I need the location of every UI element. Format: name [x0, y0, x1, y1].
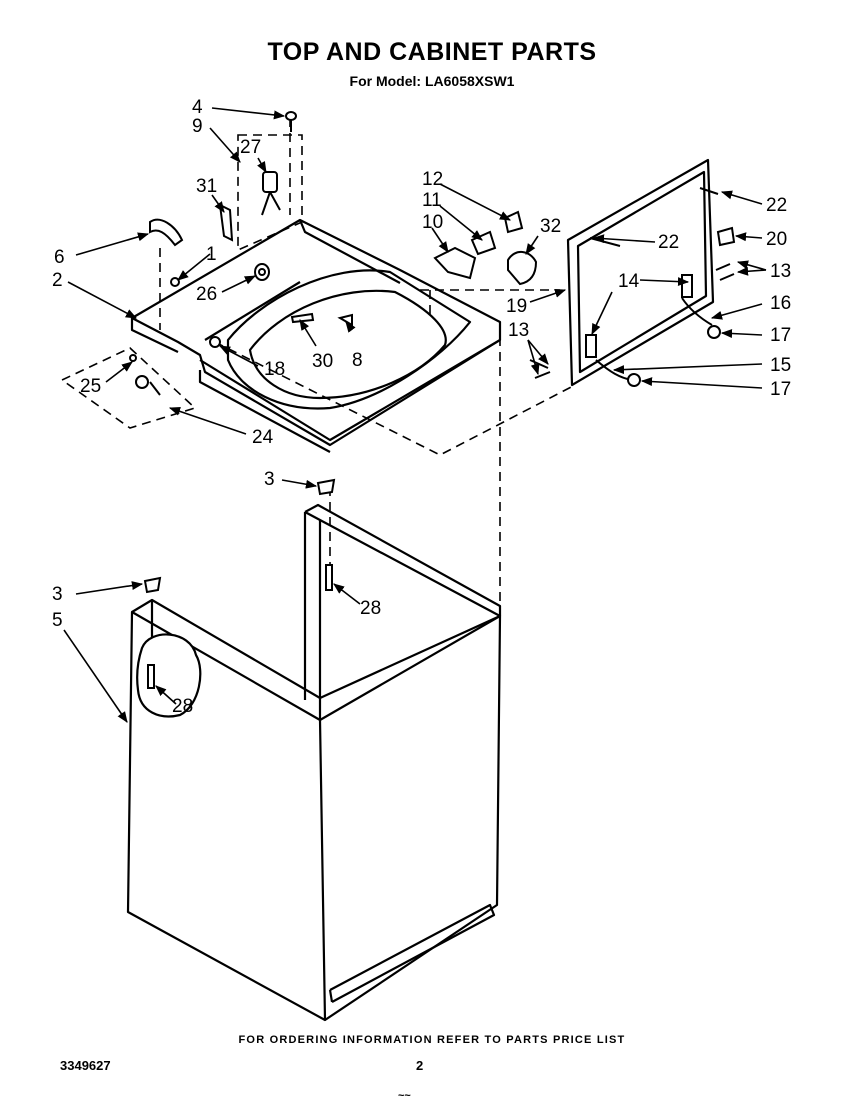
assembly-guide-lines [60, 118, 576, 616]
callout-25: 25 [80, 376, 101, 397]
callout-11: 11 [422, 190, 442, 211]
callout-16: 16 [770, 293, 791, 314]
callout-13-upper: 13 [770, 261, 791, 282]
model-subtitle: For Model: LA6058XSW1 [349, 73, 515, 89]
callout-28-upper: 28 [360, 598, 381, 619]
callout-labels: 4 9 27 31 6 1 2 26 25 24 18 30 8 12 11 1… [52, 97, 791, 717]
callout-30: 30 [312, 351, 333, 372]
callout-3-lower: 3 [52, 584, 63, 605]
callout-4: 4 [192, 97, 203, 118]
callout-15: 15 [770, 355, 791, 376]
callout-32: 32 [540, 216, 561, 237]
cutoff-text: ~~ [398, 1090, 411, 1102]
callout-2: 2 [52, 270, 63, 291]
callout-1: 1 [206, 244, 217, 265]
callout-17-upper: 17 [770, 325, 791, 346]
callout-13-lower: 13 [508, 320, 529, 341]
callout-6: 6 [54, 247, 65, 268]
callout-5: 5 [52, 610, 63, 631]
page-title: TOP AND CABINET PARTS [267, 38, 597, 66]
callout-3-upper: 3 [264, 469, 275, 490]
ordering-note: FOR ORDERING INFORMATION REFER TO PARTS … [238, 1034, 626, 1046]
callout-17-lower: 17 [770, 379, 791, 400]
callout-12: 12 [422, 169, 443, 190]
callout-20: 20 [766, 229, 787, 250]
callout-10: 10 [422, 212, 443, 233]
callout-22-inner: 22 [658, 232, 679, 253]
small-parts [129, 111, 736, 689]
callout-26: 26 [196, 284, 217, 305]
callout-24: 24 [252, 427, 274, 448]
callout-27: 27 [240, 137, 261, 158]
callout-22-outer: 22 [766, 195, 787, 216]
document-number: 3349627 [60, 1058, 111, 1073]
callout-8: 8 [352, 350, 363, 371]
lid [566, 158, 715, 387]
callout-31: 31 [196, 176, 217, 197]
page-number: 2 [416, 1058, 424, 1073]
callout-28-lower: 28 [172, 696, 193, 717]
cabinet-top [130, 218, 502, 453]
leader-arrows [63, 107, 767, 723]
callout-9: 9 [192, 116, 203, 137]
cabinet [126, 503, 502, 1022]
callout-18: 18 [264, 359, 285, 380]
callout-19: 19 [506, 296, 527, 317]
callout-14: 14 [618, 271, 640, 292]
